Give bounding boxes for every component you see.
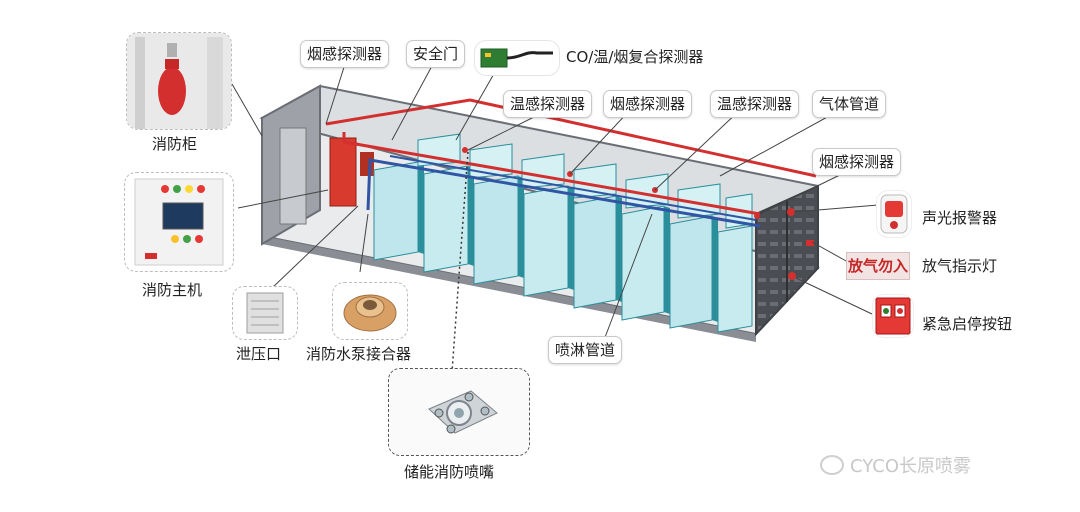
label-water-pump-connector: 消防水泵接合器 (306, 345, 412, 363)
watermark: CYCO长原喷雾 (820, 452, 971, 478)
watermark-text: CYCO长原喷雾 (850, 456, 971, 477)
emergency-button-icon (875, 297, 911, 335)
emergency-button-image (872, 294, 914, 338)
nozzle-leader (451, 151, 469, 373)
fire-cabinet-image (126, 32, 232, 130)
label-smoke-detector-3: 烟感探测器 (812, 148, 902, 176)
label-sound-light-alarm: 声光报警器 (922, 209, 998, 227)
pressure-relief-icon (246, 292, 284, 334)
pressure-relief-image (232, 286, 298, 340)
fire-host-icon (134, 178, 224, 266)
label-pressure-relief: 泄压口 (236, 345, 282, 363)
alarm-icon (880, 194, 908, 234)
battery-racks (373, 133, 753, 333)
sound-light-alarm-image (876, 190, 912, 238)
label-smoke-detector-2: 烟感探测器 (603, 90, 693, 118)
water-pump-connector-icon (343, 294, 397, 332)
label-emergency-button: 紧急启停按钮 (922, 315, 1013, 333)
fire-host-unit (360, 152, 374, 176)
label-temp-detector-1: 温感探测器 (503, 90, 593, 118)
label-gas-release-indicator: 放气指示灯 (922, 257, 998, 275)
gas-release-sign: 放气勿入 (846, 252, 910, 280)
label-gas-pipe: 气体管道 (812, 90, 887, 118)
door-frame (279, 127, 307, 225)
fire-cabinet-unit (329, 137, 357, 207)
label-fire-cabinet: 消防柜 (152, 135, 198, 153)
label-co-temp-smoke-detector: CO/温/烟复合探测器 (566, 48, 704, 66)
label-safety-door: 安全门 (406, 40, 466, 68)
gas-pipe-line (325, 98, 817, 178)
leader-lines (231, 63, 879, 341)
co-detector-icon (480, 48, 553, 68)
water-pump-connector-image (332, 282, 408, 340)
fire-host-image (124, 172, 234, 272)
fire-cabinet-icon (127, 33, 231, 129)
label-nozzle: 储能消防喷嘴 (404, 463, 495, 481)
label-fire-host: 消防主机 (142, 281, 203, 299)
wechat-icon (820, 455, 844, 475)
label-sprinkler-pipe: 喷淋管道 (548, 336, 623, 364)
nozzle-icon (389, 369, 529, 455)
co-detector-image (474, 40, 560, 76)
label-smoke-detector-1: 烟感探测器 (300, 40, 390, 68)
sprinkler-pipe-line (366, 158, 761, 228)
nozzle-image (388, 368, 530, 456)
label-temp-detector-2: 温感探测器 (710, 90, 800, 118)
